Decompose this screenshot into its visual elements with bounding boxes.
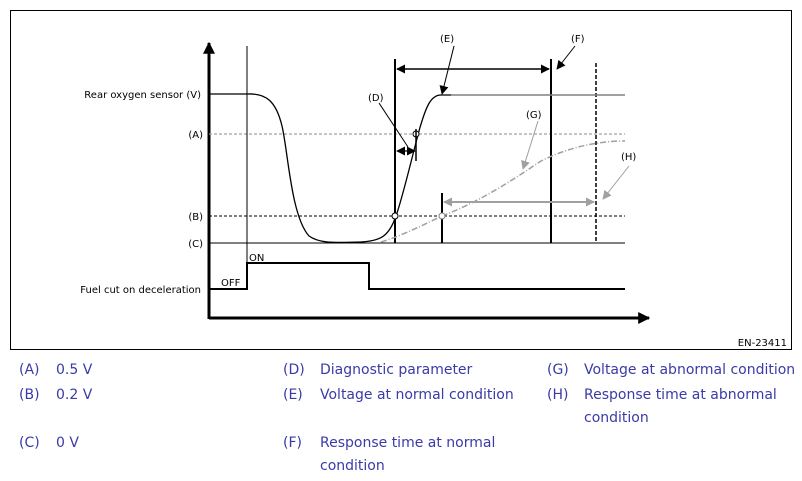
callout-d-label: (D) [368, 93, 384, 104]
level-c-label: (C) [188, 239, 203, 250]
legend-text: 0.2 V [56, 387, 93, 403]
callout-f-leader [556, 45, 576, 70]
legend-text: Response time at normal condition [320, 435, 496, 474]
legend-text: Response time at abnormal condition [584, 387, 777, 426]
diagram-svg: Rear oxygen sensor (V) (A) (B) (C) Fuel … [80, 34, 787, 349]
legend-text: Voltage at normal condition [320, 387, 514, 403]
legend-code: (A) [19, 362, 40, 378]
diagram-frame: Rear oxygen sensor (V) (A) (B) (C) Fuel … [10, 10, 792, 350]
state-off-label: OFF [221, 278, 241, 289]
callout-d-leader [378, 102, 409, 148]
callout-f-label: (F) [571, 34, 585, 45]
fuel-cut-signal [209, 262, 625, 290]
callout-g-label: (G) [526, 110, 542, 121]
callout-h-leader [602, 165, 630, 200]
abnormal-sensor-curve [380, 140, 626, 243]
fuel-cut-label: Fuel cut on deceleration [80, 285, 201, 296]
legend-code: (F) [283, 435, 302, 451]
legend-text: 0 V [56, 435, 79, 451]
level-b-label: (B) [188, 212, 203, 223]
callout-e-label: (E) [440, 34, 454, 45]
legend-text: Diagnostic parameter [320, 362, 473, 378]
normal-point-b [391, 212, 399, 220]
callout-g-leader [521, 120, 539, 170]
legend-code: (G) [547, 362, 569, 378]
legend-code: (D) [283, 362, 305, 378]
legend-code: (B) [19, 387, 40, 403]
figure-id: EN-23411 [738, 338, 787, 349]
legend-code: (H) [547, 387, 569, 403]
legend-code: (C) [19, 435, 40, 451]
legend-code: (E) [283, 387, 303, 403]
callout-h-label: (H) [621, 152, 636, 163]
normal-sensor-curve [209, 93, 451, 244]
legend-text: Voltage at abnormal condition [584, 362, 796, 378]
state-on-label: ON [249, 253, 264, 264]
callout-e-leader [439, 45, 455, 95]
legend-text: 0.5 V [56, 362, 93, 378]
level-a-label: (A) [188, 130, 203, 141]
y-axis-label: Rear oxygen sensor (V) [84, 90, 201, 101]
abnormal-point-b [438, 212, 446, 220]
